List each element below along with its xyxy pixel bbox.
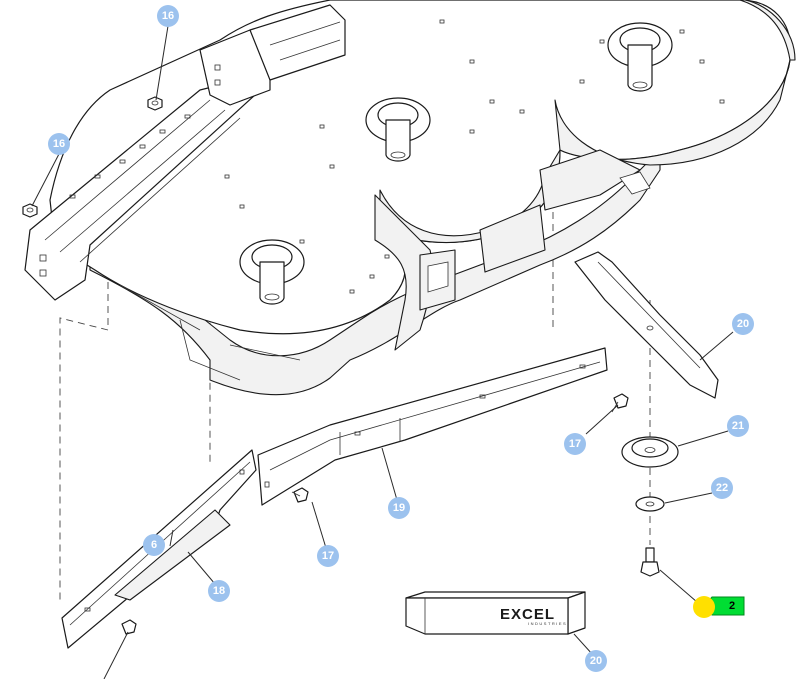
- spindle-center: [365, 97, 431, 162]
- callout-20-box[interactable]: 20: [585, 650, 607, 672]
- svg-text:21: 21: [732, 420, 744, 432]
- bolt-right: [611, 393, 629, 413]
- svg-text:17: 17: [322, 550, 334, 562]
- blade-kit-box: EXCEL INDUSTRIES: [405, 591, 586, 635]
- svg-text:17: 17: [569, 438, 581, 450]
- flat-washer: [635, 496, 665, 512]
- callout-16-lower[interactable]: 16: [48, 133, 70, 155]
- bolt-bottom: [121, 619, 137, 635]
- svg-text:6: 6: [151, 539, 157, 551]
- callout-22[interactable]: 22: [711, 477, 733, 499]
- leader-lines: [31, 25, 734, 679]
- callout-18[interactable]: 18: [208, 580, 230, 602]
- cup-washer: [621, 436, 679, 468]
- kit-tag-label: 2: [729, 600, 735, 612]
- nut-upper: [147, 96, 163, 111]
- svg-text:INDUSTRIES: INDUSTRIES: [528, 621, 567, 626]
- spindle-right: [607, 22, 673, 92]
- svg-text:20: 20: [737, 318, 749, 330]
- callout-6[interactable]: 6: [143, 534, 165, 556]
- svg-text:20: 20: [590, 655, 602, 667]
- svg-text:16: 16: [53, 138, 65, 150]
- bolt-center: [291, 487, 309, 503]
- baffle-long: [257, 347, 608, 506]
- svg-text:16: 16: [162, 10, 174, 22]
- nut-parts: [22, 96, 163, 218]
- blade-bolt: [640, 547, 660, 577]
- svg-text:18: 18: [213, 585, 225, 597]
- kit-tag-dot: [693, 596, 715, 618]
- spindle-left: [239, 239, 305, 305]
- callout-21[interactable]: 21: [727, 415, 749, 437]
- callout-17-right[interactable]: 17: [564, 433, 586, 455]
- excel-logo: EXCEL INDUSTRIES: [500, 606, 567, 626]
- mower-deck: [24, 0, 796, 396]
- svg-text:EXCEL: EXCEL: [500, 606, 555, 623]
- kit-tag[interactable]: 2: [693, 596, 745, 618]
- svg-text:19: 19: [393, 502, 405, 514]
- callout-16-upper[interactable]: 16: [157, 5, 179, 27]
- svg-text:22: 22: [716, 482, 728, 494]
- callout-17-center[interactable]: 17: [317, 545, 339, 567]
- bolt-parts: [121, 393, 629, 635]
- blade: [574, 251, 719, 399]
- nut-lower: [22, 203, 38, 218]
- callout-20-blade[interactable]: 20: [732, 313, 754, 335]
- callout-19[interactable]: 19: [388, 497, 410, 519]
